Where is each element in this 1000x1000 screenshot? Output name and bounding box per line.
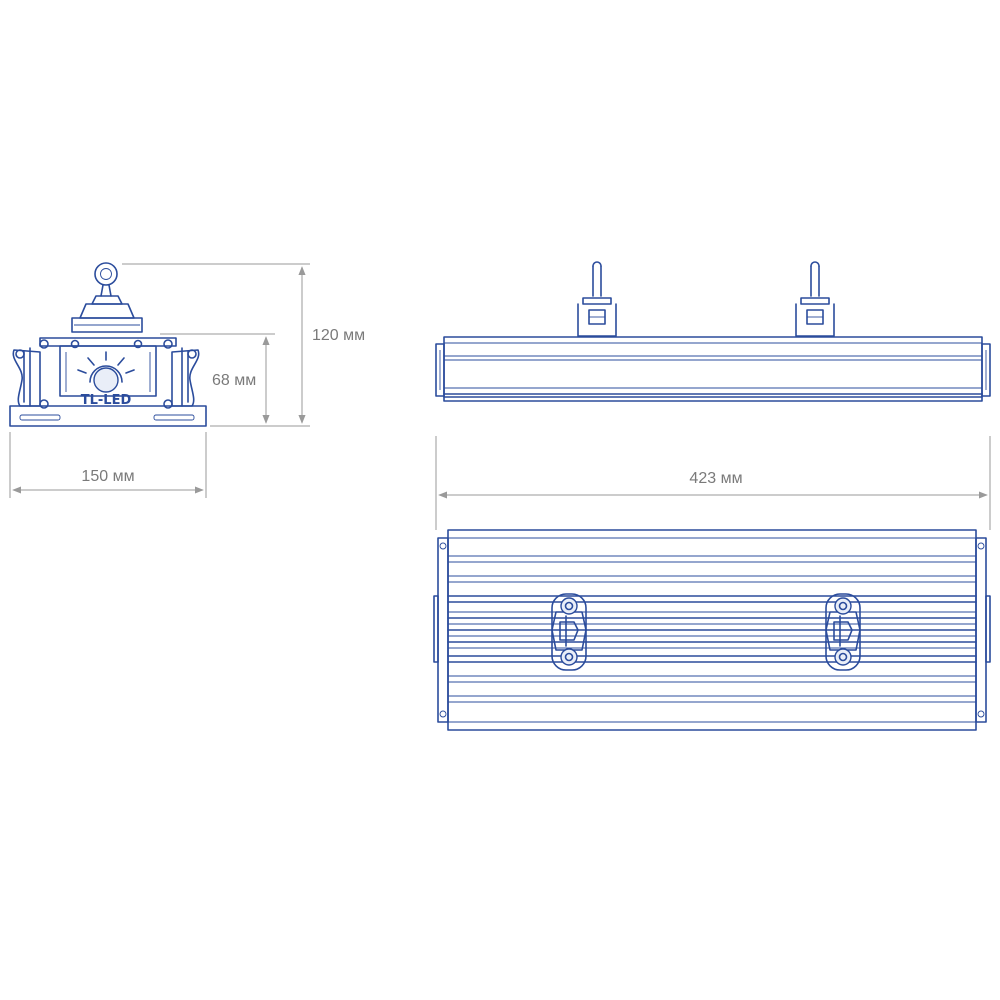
side-view-dimensions: 423 мм	[435, 436, 991, 530]
dim-width: 150 мм	[81, 468, 134, 485]
hanger-left	[577, 261, 617, 337]
dim-height-total: 120 мм	[312, 327, 365, 344]
base-plate	[9, 405, 207, 427]
eye-ring	[94, 262, 118, 286]
fin-lines-middle	[447, 601, 977, 657]
fin-lines-bottom	[447, 661, 977, 723]
dim-height-body: 68 мм	[212, 372, 256, 389]
dim-length: 423 мм	[689, 470, 742, 487]
mount-bracket-right	[825, 593, 861, 671]
end-view: TL-LED	[9, 262, 207, 427]
led-lens	[93, 367, 119, 393]
brand-logo: TL-LED	[81, 393, 132, 408]
side-view	[435, 261, 991, 402]
hanger-right	[795, 261, 835, 337]
end-view-dimensions: 120 мм 68 мм 150 мм	[9, 263, 365, 498]
top-view	[433, 529, 991, 731]
mount-bracket-left	[551, 593, 587, 671]
fin-lines-top	[447, 537, 977, 597]
side-body	[443, 336, 983, 402]
